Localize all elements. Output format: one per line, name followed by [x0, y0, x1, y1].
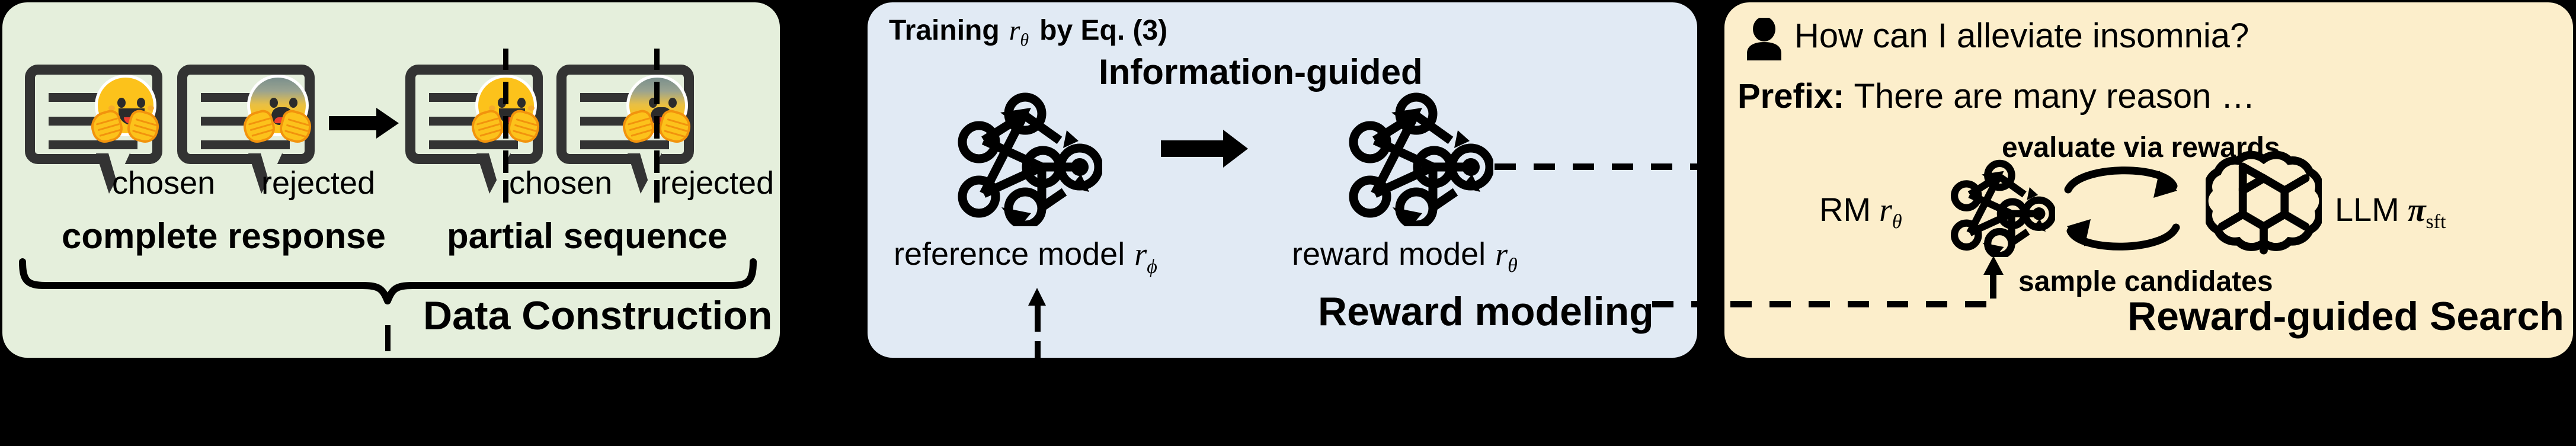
neural-network-icon [1345, 90, 1493, 226]
neural-network-icon [954, 90, 1102, 226]
dashed-line-icon [1495, 163, 1699, 170]
label-complete-chosen: chosen [112, 165, 216, 201]
prefix-text: There are many reason … [1854, 77, 2255, 115]
blush-left [489, 105, 495, 111]
label-llm-policy: LLM π sft [2335, 191, 2446, 232]
curly-brace-icon [19, 258, 757, 304]
label-reward-model-rm: RM r θ [1819, 191, 1902, 232]
llm-subscript-sft: sft [2425, 211, 2446, 233]
prefix-label: Prefix: [1737, 77, 1845, 115]
bubble-tail-inner [261, 153, 282, 182]
label-partial-rejected: rejected [660, 165, 775, 201]
blush-left [108, 105, 115, 111]
rm-subscript-theta: θ [1892, 211, 1902, 233]
eye-right [517, 98, 526, 108]
happy-face-icon [87, 75, 163, 146]
prefix-row: Prefix: There are many reason … [1737, 79, 2255, 114]
panel-reward-guided-search: How can I alleviate insomnia? Prefix: Th… [1652, 2, 2573, 358]
label-reward-model: reward model r θ [1292, 236, 1518, 276]
openai-logo-icon [2206, 150, 2322, 269]
reference-model-text: reference model [894, 236, 1125, 272]
user-avatar-icon [1745, 18, 1784, 60]
label-partial-chosen: chosen [509, 165, 613, 201]
circular-arrows-icon [2060, 155, 2184, 262]
neural-network-icon [1948, 158, 2055, 257]
header-eq-reference: by Eq. (3) [1039, 15, 1168, 46]
eye-right [137, 98, 145, 108]
header-symbol-r: r [1009, 15, 1020, 46]
header-symbol-subscript-theta: θ [1020, 30, 1029, 50]
dashed-line-icon [1652, 301, 1996, 307]
panel-data-construction: chosen rejected [2, 2, 780, 358]
sad-face-icon [239, 75, 315, 146]
header-training-label: Training [889, 15, 1000, 46]
eye-left [270, 98, 278, 108]
panel-title-reward-modeling: Reward modeling [1318, 289, 1654, 334]
label-sample-candidates: sample candidates [2018, 266, 2273, 297]
eye-right [668, 98, 677, 108]
llm-label: LLM [2335, 191, 2399, 228]
eye-right [289, 98, 297, 108]
panel-reward-modeling: Training r θ by Eq. (3) Information-guid… [868, 2, 1699, 368]
label-reference-model: reference model r ϕ [894, 236, 1157, 277]
bubble-tail-inner [108, 153, 130, 182]
rm-symbol-r: r [1879, 192, 1892, 229]
dashed-stub [385, 325, 391, 351]
speech-bubble-complete-chosen [25, 65, 162, 194]
label-complete-rejected: rejected [261, 165, 376, 201]
llm-symbol-pi: π [2407, 192, 2426, 229]
eye-left [117, 98, 126, 108]
rm-label: RM [1819, 191, 1871, 228]
reward-model-text: reward model [1292, 236, 1486, 272]
panel-title-reward-guided-search: Reward-guided Search [2127, 294, 2564, 339]
panel-title-data-construction: Data Construction [423, 293, 773, 338]
blush-right [148, 105, 154, 111]
label-complete-response: complete response [62, 216, 386, 256]
reward-panel-header: Training r θ by Eq. (3) [889, 15, 1168, 49]
reference-model-subscript-phi: ϕ [1147, 256, 1157, 278]
reward-model-subscript-theta: θ [1508, 255, 1518, 277]
blush-right [528, 105, 535, 111]
label-partial-sequence: partial sequence [447, 216, 728, 256]
label-information-guided: Information-guided [1099, 52, 1423, 92]
reward-model-symbol-r: r [1495, 236, 1508, 272]
reference-model-symbol-r: r [1134, 236, 1147, 272]
user-question: How can I alleviate insomnia? [1794, 17, 2249, 55]
